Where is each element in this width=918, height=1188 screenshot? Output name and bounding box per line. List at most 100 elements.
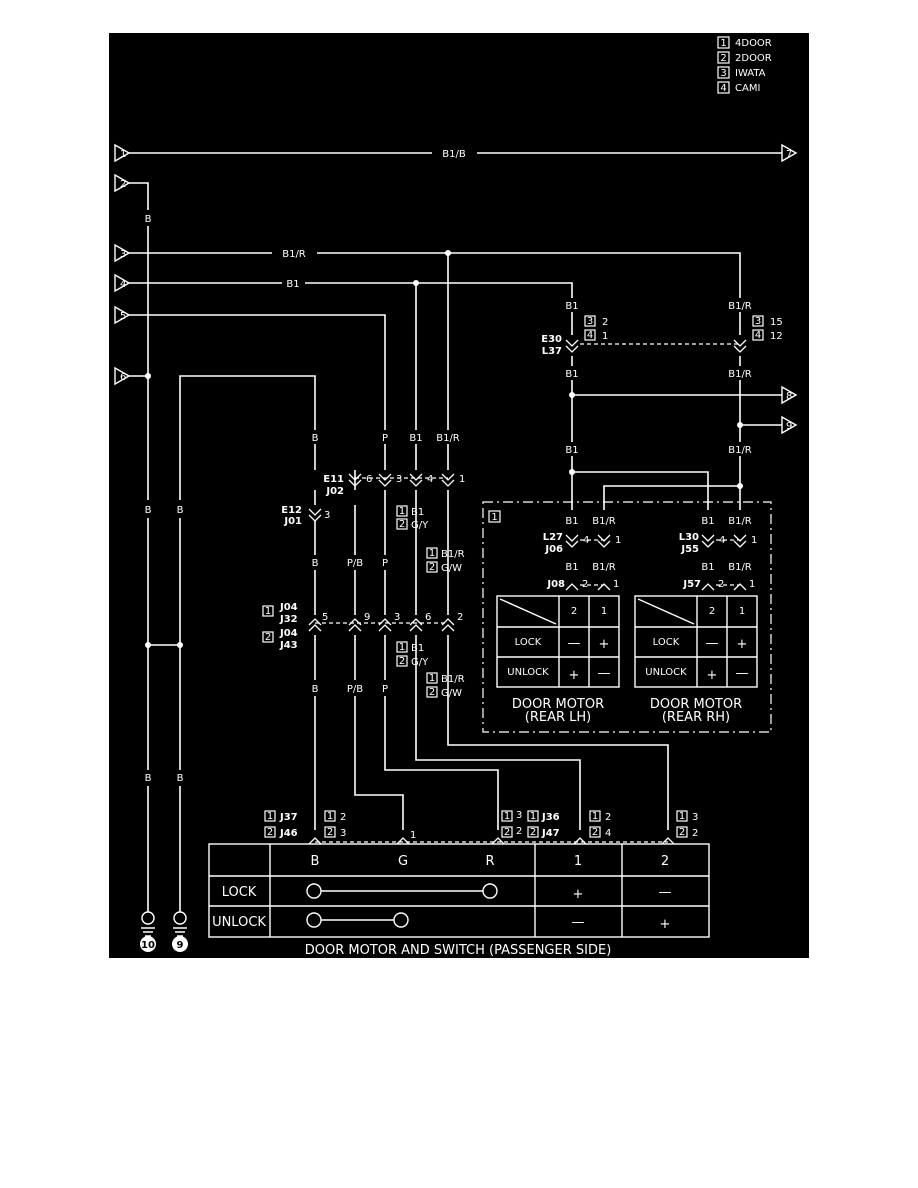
svg-text:+: + [569,668,580,683]
svg-text:4: 4 [587,330,593,341]
legend-item-2: 2 2DOOR [717,51,772,64]
svg-text:4: 4 [583,535,589,546]
svg-text:8: 8 [786,391,792,402]
svg-text:IWATA: IWATA [735,68,766,79]
svg-text:B: B [312,433,319,444]
terminal-symbols [308,339,747,845]
svg-text:1: 1 [613,579,619,590]
switch-caption: DOOR MOTOR AND SWITCH (PASSENGER SIDE) [305,943,612,958]
svg-text:1: 1 [491,512,497,523]
svg-text:B1: B1 [701,562,714,573]
rear-door-motors-group: 1 2 1 LOCK UNLOCK — + + — DOOR MOTOR (RE… [482,501,772,733]
svg-text:B1/R: B1/R [436,433,460,444]
svg-text:1: 1 [749,579,755,590]
svg-text:J55: J55 [680,544,699,555]
connector-8-icon: 8 [781,386,797,404]
svg-text:B1/R: B1/R [728,369,752,380]
svg-text:B1/B: B1/B [442,149,466,160]
svg-text:J32: J32 [279,614,298,625]
svg-text:UNLOCK: UNLOCK [507,667,549,678]
svg-text:+: + [707,668,718,683]
rear-rh-table: 2 1 LOCK UNLOCK — + + — DOOR MOTOR (REAR… [634,595,758,725]
svg-text:1: 1 [327,811,333,822]
svg-text:L30: L30 [679,532,699,543]
svg-text:2: 2 [718,579,724,590]
svg-text:B1/R: B1/R [728,445,752,456]
svg-text:3: 3 [755,316,761,327]
svg-text:1: 1 [429,548,435,559]
svg-text:J08: J08 [546,579,565,590]
svg-text:1: 1 [720,38,726,49]
svg-text:3: 3 [324,510,330,521]
passenger-switch-table: B G R 1 2 LOCK UNLOCK + — — + DOOR MOTOR… [208,843,710,958]
svg-text:1: 1 [120,149,126,160]
svg-text:G/Y: G/Y [411,520,429,531]
svg-text:P: P [382,684,388,695]
svg-text:6: 6 [425,612,431,623]
svg-text:1: 1 [739,606,745,617]
svg-text:4: 4 [755,330,761,341]
svg-text:B1: B1 [411,643,424,654]
svg-text:4: 4 [719,535,725,546]
svg-text:G/Y: G/Y [411,657,429,668]
svg-text:2: 2 [457,612,463,623]
left-connectors: 1 2 3 4 5 6 [114,144,130,385]
svg-text:1: 1 [267,811,273,822]
svg-text:—: — [706,636,719,651]
svg-text:B1/R: B1/R [441,549,465,560]
ground-10-icon: 10 [140,911,156,952]
svg-text:3: 3 [120,249,126,260]
svg-text:B1: B1 [411,507,424,518]
svg-text:J43: J43 [279,640,298,651]
rear-lh-table: 2 1 LOCK UNLOCK — + + — DOOR MOTOR (REAR… [496,595,620,725]
svg-text:B: B [312,684,319,695]
svg-text:B: B [177,773,184,784]
svg-text:2: 2 [340,812,346,823]
svg-text:9: 9 [177,940,184,951]
svg-text:J01: J01 [283,516,302,527]
svg-text:1: 1 [429,673,435,684]
svg-text:J02: J02 [325,486,344,497]
connector-5-icon: 5 [114,306,130,324]
svg-text:LOCK: LOCK [515,637,542,648]
svg-text:E12: E12 [281,505,302,516]
svg-text:J46: J46 [279,828,298,839]
svg-text:2: 2 [429,687,435,698]
svg-text:5: 5 [322,612,328,623]
svg-text:4: 4 [120,279,126,290]
connector-2-icon: 2 [114,174,130,192]
svg-text:—: — [659,885,672,900]
svg-text:B1: B1 [701,516,714,527]
svg-text:1: 1 [615,535,621,546]
svg-text:DOOR MOTOR: DOOR MOTOR [512,697,604,712]
svg-text:1: 1 [459,474,465,485]
svg-text:—: — [568,636,581,651]
svg-text:B: B [145,505,152,516]
svg-text:7: 7 [786,149,792,160]
svg-text:2: 2 [679,827,685,838]
svg-text:B1: B1 [565,445,578,456]
svg-text:B1: B1 [565,301,578,312]
svg-text:1: 1 [679,811,685,822]
svg-text:2: 2 [327,827,333,838]
svg-text:3: 3 [692,812,698,823]
svg-text:1: 1 [265,606,271,617]
svg-text:B1/R: B1/R [592,562,616,573]
svg-text:B: B [177,505,184,516]
connector-7-icon: 7 [781,144,797,162]
svg-text:J04: J04 [279,602,298,613]
right-connectors: 7 8 9 [781,144,797,434]
header-g: G [398,854,408,869]
svg-text:B1/R: B1/R [728,301,752,312]
connector-6-icon: 6 [114,367,130,385]
svg-text:B1/R: B1/R [441,674,465,685]
svg-text:1: 1 [399,642,405,653]
svg-text:B1: B1 [565,562,578,573]
svg-text:DOOR MOTOR: DOOR MOTOR [650,697,742,712]
svg-text:J47: J47 [541,828,560,839]
svg-text:2: 2 [265,632,271,643]
svg-text:P/B: P/B [347,558,363,569]
svg-text:2: 2 [399,656,405,667]
svg-text:B1/R: B1/R [728,562,752,573]
svg-text:B: B [312,558,319,569]
